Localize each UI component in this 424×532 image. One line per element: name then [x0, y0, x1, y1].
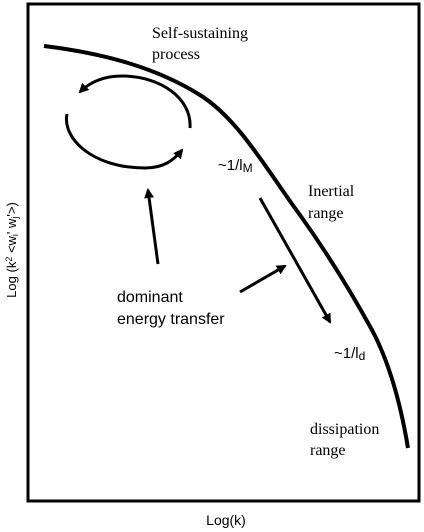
scale-m-label: ~1/lM: [218, 157, 253, 175]
energy-transfer-label: energy transfer: [117, 311, 225, 328]
inertial-label: Inertial: [308, 183, 355, 200]
y-axis-label: Log (k2 <wi' wj'>): [4, 202, 20, 298]
spectrum-curve: [43, 44, 410, 449]
arrow-to-curve: [239, 264, 287, 294]
plot-frame: [26, 2, 421, 503]
cycle-arc-upper: [78, 74, 192, 129]
dissipation-label: dissipation: [310, 421, 379, 438]
x-axis-label: Log(k): [206, 512, 246, 528]
cycle-arc-lower: [64, 113, 184, 170]
range-label: range: [308, 205, 344, 222]
arrow-to-cycle: [144, 188, 160, 265]
process-label: process: [152, 46, 200, 63]
cascade-arrow: [258, 197, 332, 324]
self-sustaining-label: Self-sustaining: [152, 25, 248, 42]
dominant-label: dominant: [117, 289, 183, 306]
dissipation-range-label: range: [310, 442, 346, 459]
scale-d-label: ~1/ld: [334, 345, 365, 363]
